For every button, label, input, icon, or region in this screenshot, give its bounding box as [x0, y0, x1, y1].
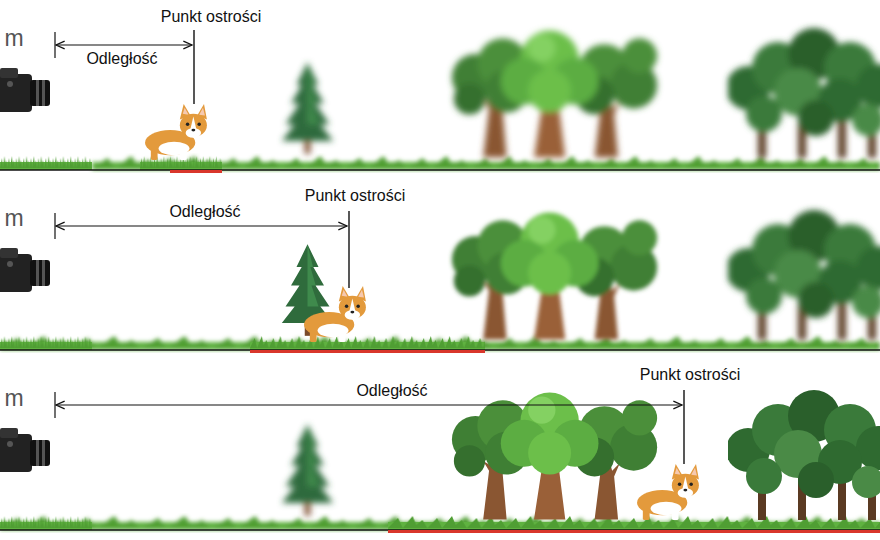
distance-label: Odległość	[169, 203, 240, 221]
focus-point-label: Punkt ostrości	[640, 366, 740, 384]
panel-far-focus	[0, 390, 880, 532]
panel-middle-focus	[0, 210, 880, 352]
distance-label: Odległość	[356, 382, 427, 400]
distance-label: Odległość	[86, 50, 157, 68]
focus-point-label: Punkt ostrości	[305, 187, 405, 205]
focus-point-label: Punkt ostrości	[161, 8, 261, 26]
unit-label: m	[4, 386, 23, 411]
unit-label: m	[4, 26, 23, 51]
panel-near-focus	[0, 28, 880, 172]
unit-label: m	[4, 206, 23, 231]
